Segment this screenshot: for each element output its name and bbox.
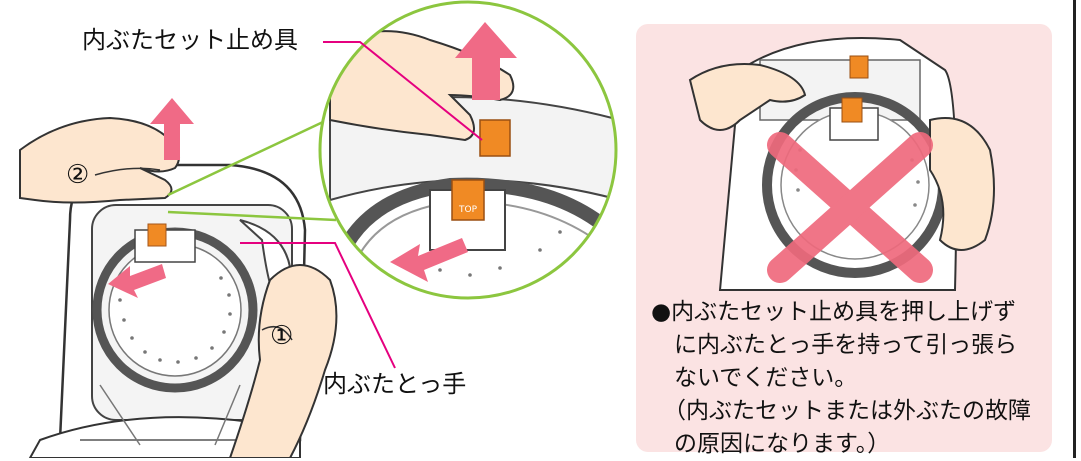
incorrect-usage-illustration [688, 37, 995, 291]
caution-line-5: の原因になります。） [674, 431, 891, 457]
bullet-icon: ● [651, 299, 672, 325]
step-1-marker: ① [270, 321, 294, 351]
arrow-lift-up-small [150, 98, 194, 160]
prohibited-cross-icon [767, 132, 933, 283]
leader-stopper [323, 41, 483, 141]
caution-line-2: に内ぶたとっ手を持って引っ張ら [674, 332, 1018, 358]
step-2-marker: ② [66, 160, 90, 190]
zoom-detail: TOP [320, 2, 616, 298]
caution-line-1: ●内ぶたセット止め具を押し上げず [651, 299, 1017, 325]
leader-handle [240, 242, 396, 369]
label-inner-lid-stopper: 内ぶたセット止め具 [82, 26, 298, 54]
arrow-pull-out-left [108, 264, 166, 298]
zoom-line-top [167, 120, 324, 197]
zoom-circle [318, 0, 618, 300]
caution-line-3: ないでください。 [674, 365, 858, 391]
caution-text: ●内ぶたセット止め具を押し上げず に内ぶたとっ手を持って引っ張ら ないでください… [651, 296, 1046, 461]
left-hand [19, 116, 180, 204]
caution-line-4: （内ぶたセットまたは外ぶたの故障 [663, 398, 1031, 424]
right-hand [228, 264, 338, 458]
stopper-tag-text: TOP [458, 205, 478, 215]
zoom-line-bottom [167, 210, 337, 222]
label-inner-lid-handle: 内ぶたとっ手 [323, 370, 467, 398]
page-edge-rule [1073, 0, 1076, 458]
